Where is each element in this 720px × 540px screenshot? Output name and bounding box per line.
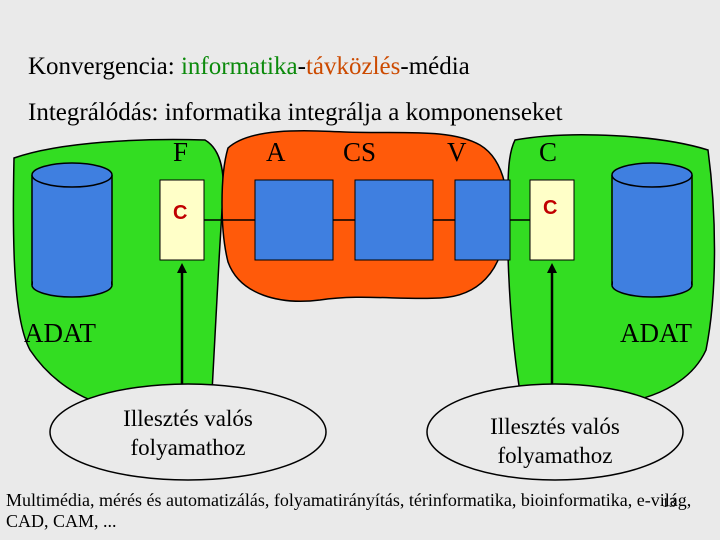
heading: Konvergencia: informatika-távközlés-médi…	[28, 54, 470, 79]
heading-term-tavkozles: távközlés	[305, 53, 401, 80]
column-label-f: F	[173, 137, 189, 167]
left-oval-line2: folyamathoz	[130, 434, 246, 460]
component-box-a	[254, 179, 334, 261]
right-connector-label: C	[543, 197, 558, 219]
right-database-icon	[611, 162, 693, 298]
component-box-cs	[354, 179, 434, 261]
left-connector-label: C	[173, 202, 188, 224]
component-box-v	[454, 179, 511, 261]
left-database-icon	[31, 162, 113, 298]
right-oval	[426, 383, 684, 481]
heading-separator-2: -	[400, 53, 409, 80]
footer-text: Multimédia, mérés és automatizálás, foly…	[6, 490, 692, 531]
left-oval	[49, 383, 327, 481]
right-connector-box	[529, 179, 575, 261]
heading-term-informatika: informatika	[180, 53, 298, 80]
page-number: 13	[662, 496, 676, 511]
heading-prefix: Konvergencia:	[28, 53, 181, 80]
column-label-a: A	[266, 137, 286, 167]
adat-right-label: ADAT	[620, 318, 692, 348]
subheading: Integrálódás: informatika integrálja a k…	[28, 99, 563, 126]
left-oval-line1: Illesztés valós	[123, 406, 253, 431]
right-oval-text: Illesztés valós folyamathoz	[455, 413, 655, 471]
heading-separator-1: -	[297, 53, 306, 80]
left-oval-text: Illesztés valós folyamathoz	[88, 405, 288, 463]
right-oval-line2: folyamathoz	[497, 442, 613, 468]
column-label-cs: CS	[343, 137, 377, 167]
column-label-c: C	[539, 137, 558, 167]
adat-left-label: ADAT	[24, 318, 96, 348]
column-label-v: V	[447, 137, 467, 167]
right-oval-line1: Illesztés valós	[490, 414, 620, 439]
heading-term-media: média	[408, 53, 470, 80]
